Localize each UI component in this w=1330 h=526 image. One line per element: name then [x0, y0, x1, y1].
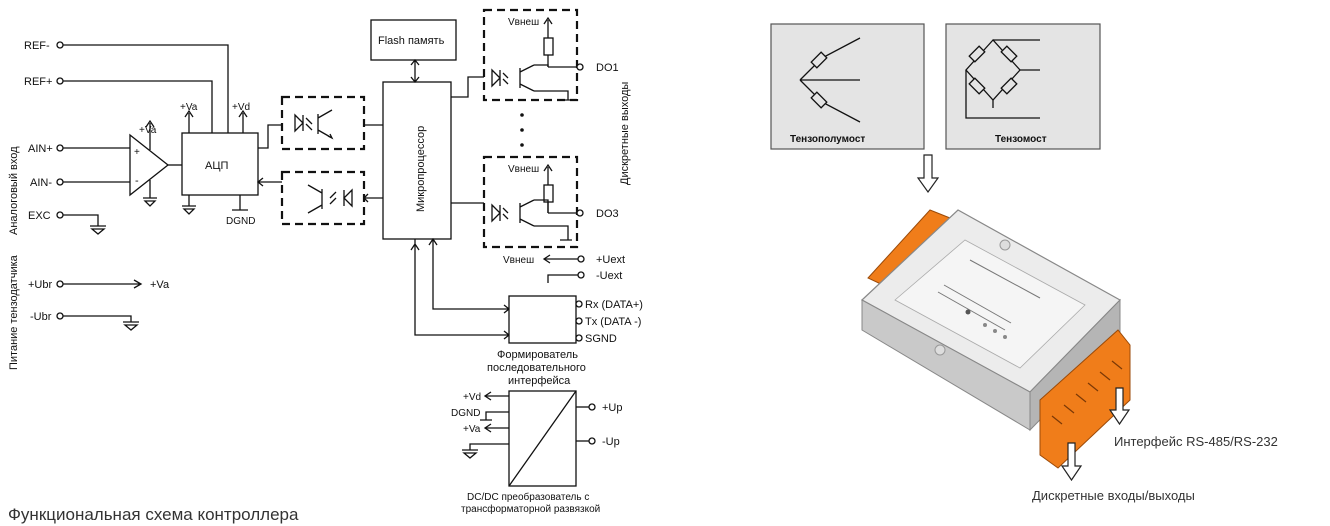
svg-text:интерфейса: интерфейса	[508, 375, 571, 387]
half-bridge-label: Тензополумост	[790, 134, 865, 145]
interface-label: Интерфейс RS-485/RS-232	[1114, 434, 1278, 449]
tx-label: Tx (DATA -)	[585, 316, 641, 328]
serial-interface-block	[508, 295, 577, 344]
up-minus-label: -Up	[602, 436, 620, 448]
do3-label: DO3	[596, 208, 619, 220]
full-bridge-label: Тензомост	[995, 134, 1047, 145]
controller-device	[860, 209, 1131, 469]
up-plus-label: +Up	[602, 402, 623, 414]
ubr-minus-label: -Ubr	[30, 311, 52, 323]
amplifier	[129, 133, 170, 197]
device-illustration: Тензополумост Тензомост	[770, 23, 1278, 503]
full-bridge-card	[945, 23, 1101, 150]
ubr-va-label: +Va	[150, 279, 170, 291]
ain-minus-label: AIN-	[30, 177, 52, 189]
schematic-caption: Функциональная схема контроллера	[8, 505, 299, 524]
svg-text:DC/DC преобразователь с: DC/DC преобразователь с	[467, 491, 589, 503]
svg-text:Vвнеш: Vвнеш	[508, 17, 539, 28]
adc-dgnd-label: DGND	[226, 216, 255, 227]
amp-va-label: +Va	[139, 125, 157, 136]
svg-text:Vвнеш: Vвнеш	[508, 164, 539, 175]
discrete-outputs-label: Дискретные выходы	[619, 82, 631, 185]
svg-text:-: -	[135, 175, 139, 187]
uext-plus-label: +Uext	[596, 254, 625, 266]
svg-text:DGND: DGND	[451, 408, 480, 419]
sensor-power-label: Питание тензодатчика	[8, 254, 20, 370]
sgnd-label: SGND	[585, 333, 617, 345]
discrete-output-1	[482, 8, 579, 102]
flash-memory-block	[370, 19, 457, 61]
functional-schematic: Аналоговый вход Питание тензодатчика Дис…	[8, 8, 643, 524]
down-arrow-icon	[916, 154, 940, 194]
svg-text:АЦП: АЦП	[205, 160, 228, 172]
interface-arrow-icon	[1108, 387, 1131, 426]
svg-text:трансформаторной развязкой: трансформаторной развязкой	[461, 503, 600, 515]
discrete-io-label: Дискретные входы/выходы	[1032, 488, 1195, 503]
discrete-output-3	[482, 155, 579, 249]
svg-text:Vвнеш: Vвнеш	[503, 255, 534, 266]
microprocessor-block	[382, 81, 452, 240]
analog-input-label: Аналоговый вход	[8, 146, 20, 235]
svg-text:последовательного: последовательного	[487, 362, 586, 374]
adc-block	[181, 132, 259, 196]
exc-label: EXC	[28, 210, 51, 222]
half-bridge-card	[770, 23, 925, 150]
discrete-io-arrow-icon	[1060, 442, 1083, 482]
do1-label: DO1	[596, 62, 619, 74]
uext-minus-label: -Uext	[596, 270, 622, 282]
adc-vd-label: +Vd	[232, 102, 250, 113]
ref-minus-label: REF-	[24, 40, 50, 52]
rx-label: Rx (DATA+)	[585, 299, 643, 311]
ain-plus-label: AIN+	[28, 143, 53, 155]
svg-text:Flash память: Flash память	[378, 35, 445, 47]
ubr-plus-label: +Ubr	[28, 279, 52, 291]
svg-text:+: +	[134, 147, 140, 158]
svg-text:Микропроцессор: Микропроцессор	[415, 126, 427, 212]
ref-plus-label: REF+	[24, 76, 52, 88]
adc-va-label: +Va	[180, 102, 198, 113]
svg-text:+Va: +Va	[463, 424, 481, 435]
optocoupler-tx	[280, 95, 366, 151]
svg-text:Формирователь: Формирователь	[497, 349, 578, 361]
svg-text:+Vd: +Vd	[463, 392, 481, 403]
